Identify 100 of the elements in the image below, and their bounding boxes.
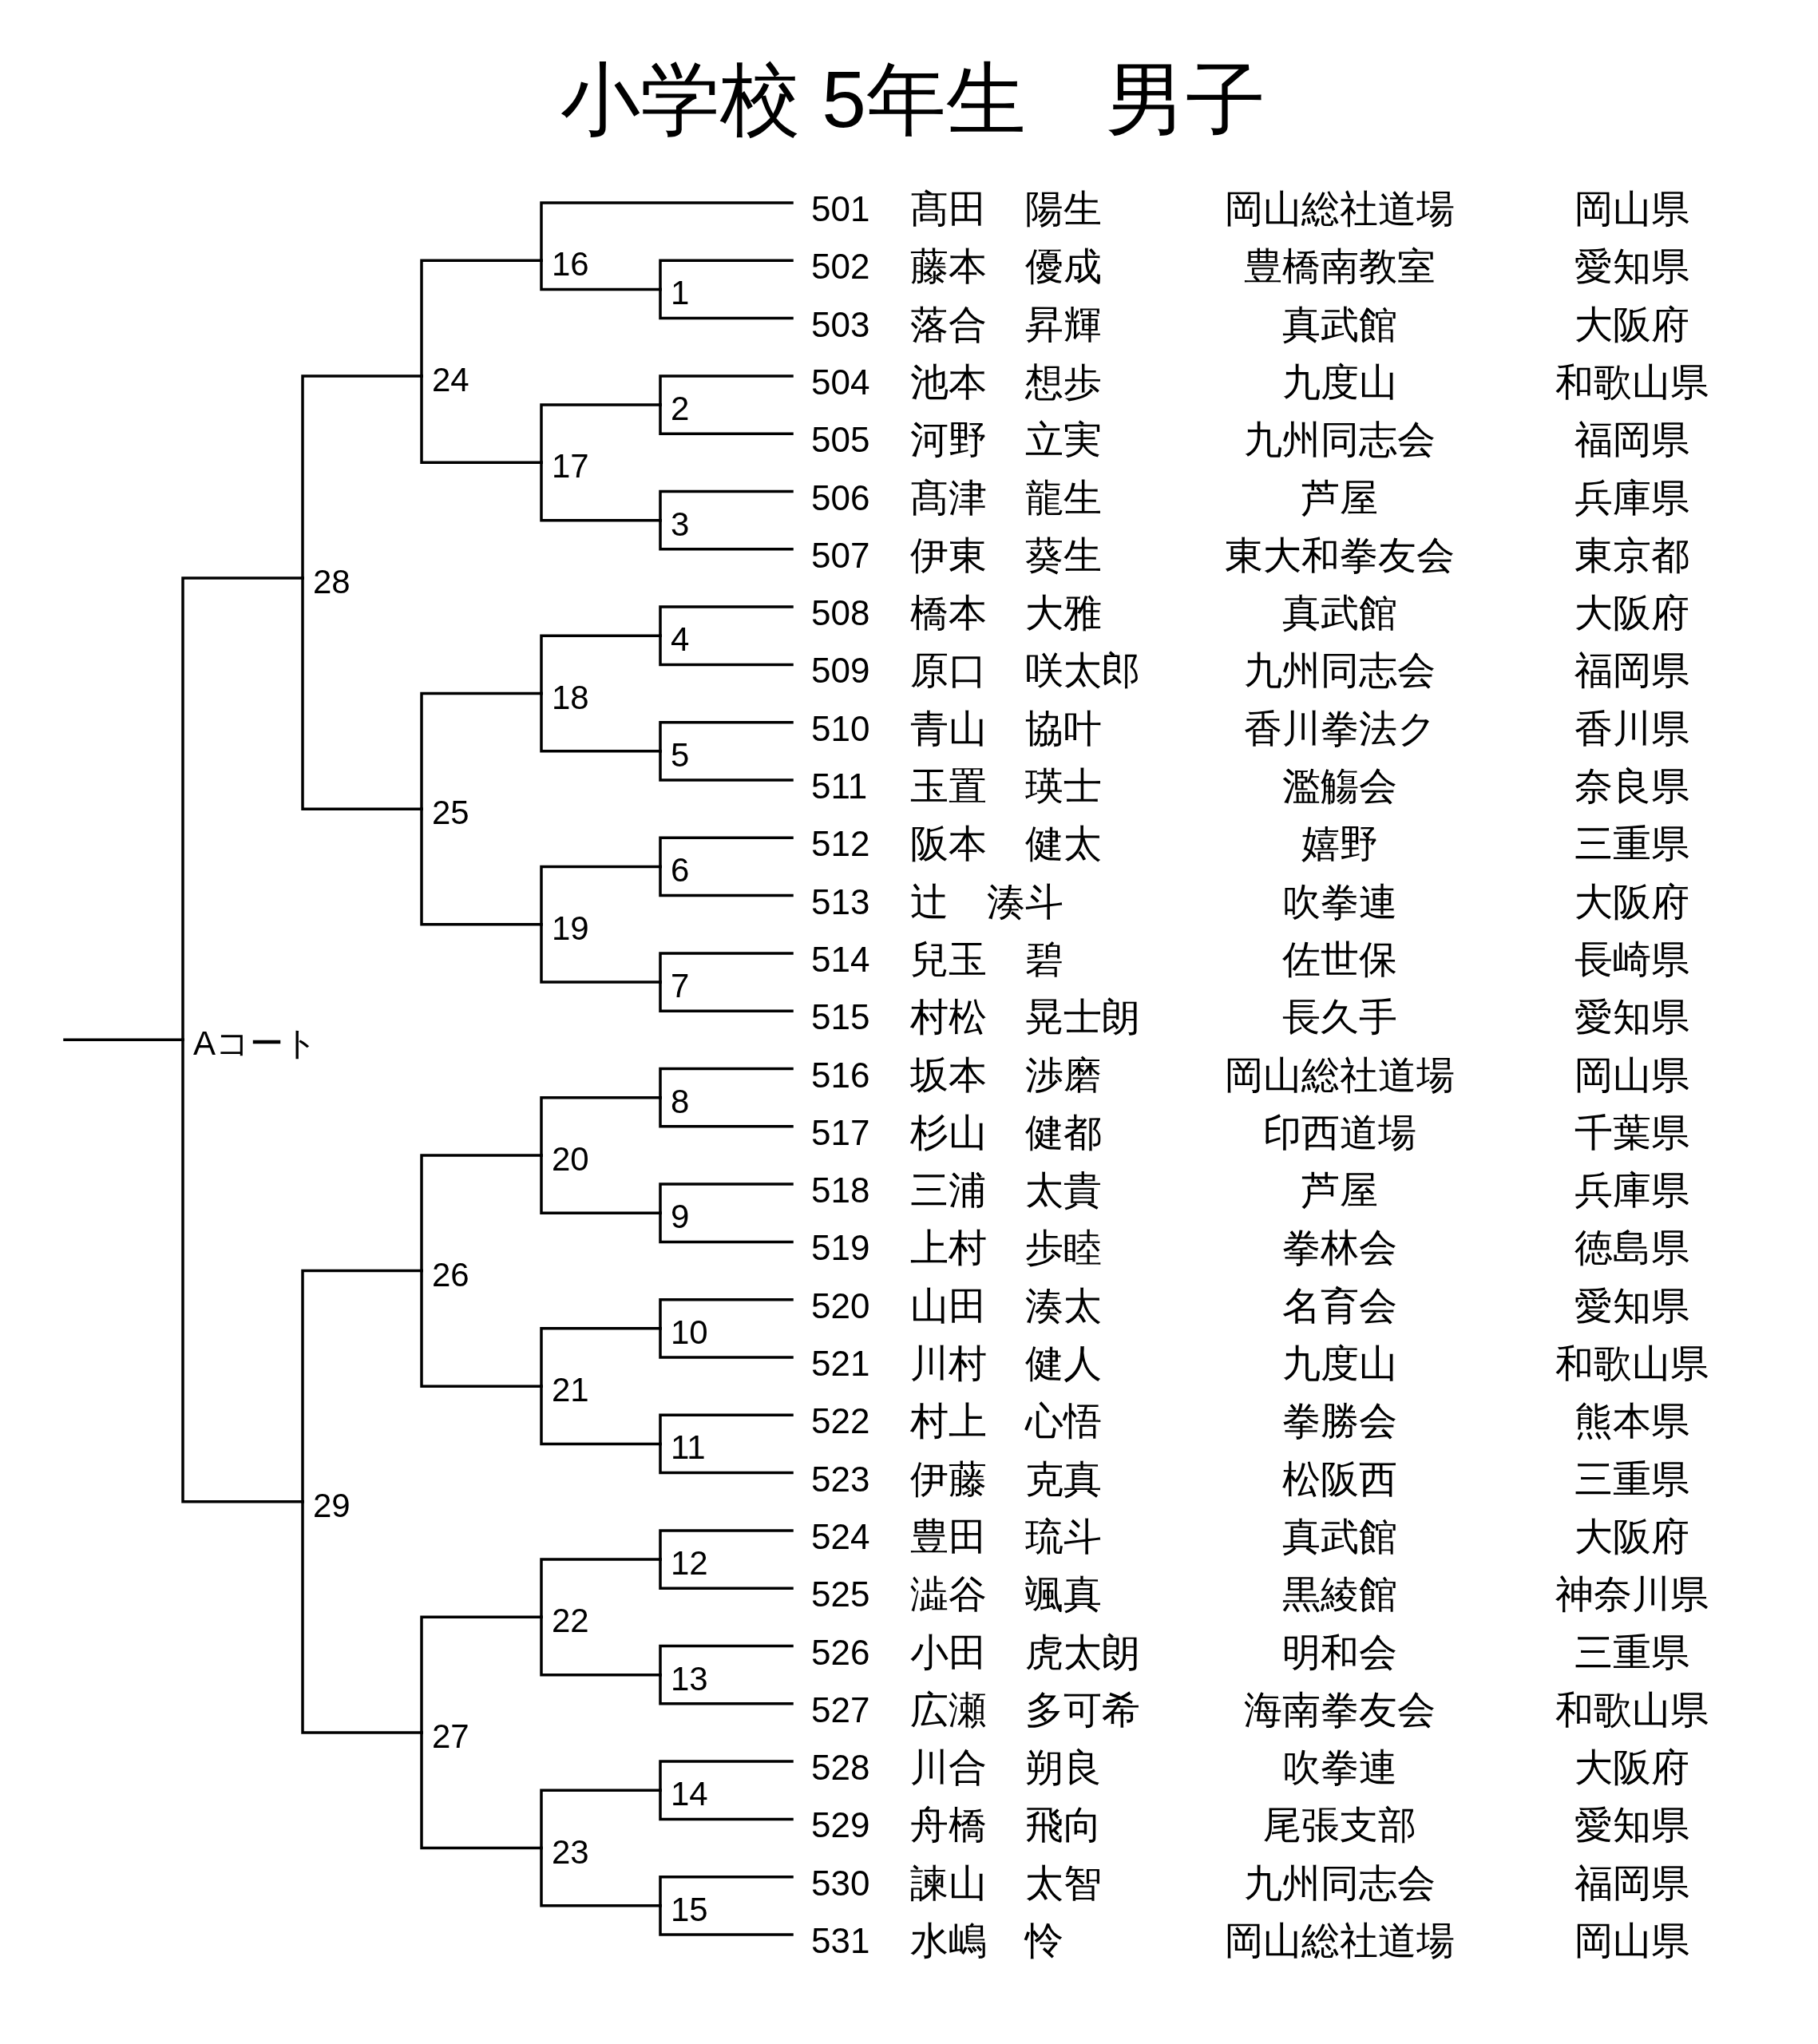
match-number: 13 <box>660 1662 708 1696</box>
entry-number: 518 <box>811 1173 870 1209</box>
entry-number: 520 <box>811 1288 870 1324</box>
player-name: 村松 晃士朗 <box>910 998 1140 1037</box>
dojo-name: 明和会 <box>1282 1633 1397 1672</box>
prefecture-name: 和歌山県 <box>1555 362 1709 402</box>
match-number: 9 <box>660 1200 690 1234</box>
entry-number: 516 <box>811 1057 870 1093</box>
dojo-name: 岡山総社道場 <box>1225 1056 1455 1095</box>
entry-number: 523 <box>811 1461 870 1497</box>
player-name: 青山 協叶 <box>910 709 1102 748</box>
player-name: 橋本 大雅 <box>910 594 1102 633</box>
prefecture-name: 三重県 <box>1574 1633 1689 1672</box>
entry-number: 503 <box>811 307 870 343</box>
dojo-name: 名育会 <box>1282 1286 1397 1325</box>
prefecture-name: 奈良県 <box>1574 767 1689 806</box>
entry-number: 502 <box>811 249 870 285</box>
entry-number: 517 <box>811 1115 870 1151</box>
dojo-name: 佐世保 <box>1282 940 1397 979</box>
player-name: 村上 心悟 <box>910 1402 1102 1441</box>
player-name: 池本 想歩 <box>910 362 1102 402</box>
prefecture-name: 大阪府 <box>1574 594 1689 633</box>
match-number: 15 <box>660 1892 708 1927</box>
prefecture-name: 福岡県 <box>1574 652 1689 691</box>
player-name: 辻 湊斗 <box>910 882 1063 921</box>
match-number: 29 <box>303 1488 351 1523</box>
match-number: 4 <box>660 623 690 657</box>
player-name: 川合 朔良 <box>910 1749 1102 1788</box>
match-number: 26 <box>422 1258 469 1292</box>
dojo-name: 九州同志会 <box>1244 421 1436 460</box>
dojo-name: 拳勝会 <box>1282 1402 1397 1441</box>
title: 小学校 5年生 男子 <box>560 59 1265 139</box>
prefecture-name: 三重県 <box>1574 825 1689 864</box>
prefecture-name: 大阪府 <box>1574 882 1689 921</box>
prefecture-name: 神奈川県 <box>1555 1575 1709 1614</box>
entry-number: 527 <box>811 1692 870 1728</box>
entry-number: 521 <box>811 1346 870 1381</box>
match-number: 7 <box>660 969 690 1004</box>
dojo-name: 海南拳友会 <box>1244 1690 1436 1729</box>
prefecture-name: 大阪府 <box>1574 1517 1689 1556</box>
bracket-line <box>63 1038 184 1042</box>
entry-number: 522 <box>811 1404 870 1440</box>
prefecture-name: 愛知県 <box>1574 1286 1689 1325</box>
player-name: 伊藤 克真 <box>910 1460 1102 1499</box>
dojo-name: 岡山総社道場 <box>1225 190 1455 228</box>
entry-number: 524 <box>811 1519 870 1555</box>
entry-number: 528 <box>811 1750 870 1786</box>
player-name: 髙津 龍生 <box>910 478 1102 517</box>
entry-number: 506 <box>811 480 870 516</box>
match-number: 6 <box>660 854 690 888</box>
player-name: 杉山 健都 <box>910 1113 1102 1152</box>
dojo-name: 尾張支部 <box>1263 1806 1416 1845</box>
entry-number: 511 <box>811 769 868 804</box>
prefecture-name: 兵庫県 <box>1574 1171 1689 1210</box>
match-number: 22 <box>541 1604 589 1638</box>
match-number: 27 <box>422 1719 469 1753</box>
player-name: 原口 咲太郎 <box>910 652 1140 691</box>
court-label: Aコート <box>183 1027 318 1061</box>
match-number: 1 <box>660 276 690 311</box>
dojo-name: 吹拳連 <box>1282 1749 1397 1788</box>
prefecture-name: 香川県 <box>1574 709 1689 748</box>
dojo-name: 長久手 <box>1282 998 1397 1037</box>
prefecture-name: 愛知県 <box>1574 998 1689 1037</box>
match-number: 28 <box>303 564 351 599</box>
player-name: 落合 昇輝 <box>910 305 1102 344</box>
dojo-name: 香川拳法ク <box>1243 709 1436 748</box>
dojo-name: 九州同志会 <box>1244 1864 1436 1903</box>
player-name: 川村 健人 <box>910 1345 1102 1383</box>
prefecture-name: 大阪府 <box>1574 305 1689 344</box>
prefecture-name: 三重県 <box>1574 1460 1689 1499</box>
match-number: 2 <box>660 392 690 426</box>
player-name: 諫山 太智 <box>910 1864 1102 1903</box>
player-name: 舟橋 飛向 <box>910 1806 1102 1845</box>
player-name: 玉置 瑛士 <box>910 767 1102 806</box>
dojo-name: 芦屋 <box>1301 1171 1378 1210</box>
entry-number: 519 <box>811 1230 870 1266</box>
player-name: 澁谷 颯真 <box>910 1575 1102 1614</box>
dojo-name: 岡山総社道場 <box>1225 1922 1455 1960</box>
entry-number: 513 <box>811 884 870 920</box>
player-name: 小田 虎太朗 <box>910 1633 1140 1672</box>
dojo-name: 松阪西 <box>1282 1460 1397 1499</box>
dojo-name: 嬉野 <box>1301 825 1378 864</box>
dojo-name: 拳林会 <box>1282 1229 1397 1268</box>
match-number: 11 <box>660 1431 706 1465</box>
dojo-name: 印西道場 <box>1263 1113 1416 1152</box>
prefecture-name: 和歌山県 <box>1555 1690 1709 1729</box>
prefecture-name: 岡山県 <box>1574 1056 1689 1095</box>
match-number: 21 <box>541 1373 589 1408</box>
match-number: 12 <box>660 1547 708 1581</box>
match-number: 5 <box>660 738 690 772</box>
prefecture-name: 岡山県 <box>1574 190 1689 228</box>
prefecture-name: 兵庫県 <box>1574 478 1689 517</box>
match-number: 19 <box>541 911 589 945</box>
prefecture-name: 和歌山県 <box>1555 1345 1709 1383</box>
player-name: 上村 歩睦 <box>910 1229 1102 1268</box>
entry-number: 530 <box>811 1865 870 1901</box>
dojo-name: 豊橋南教室 <box>1244 248 1436 287</box>
player-name: 三浦 太貴 <box>910 1171 1102 1210</box>
dojo-name: 九度山 <box>1282 362 1397 402</box>
entry-number: 526 <box>811 1634 870 1670</box>
